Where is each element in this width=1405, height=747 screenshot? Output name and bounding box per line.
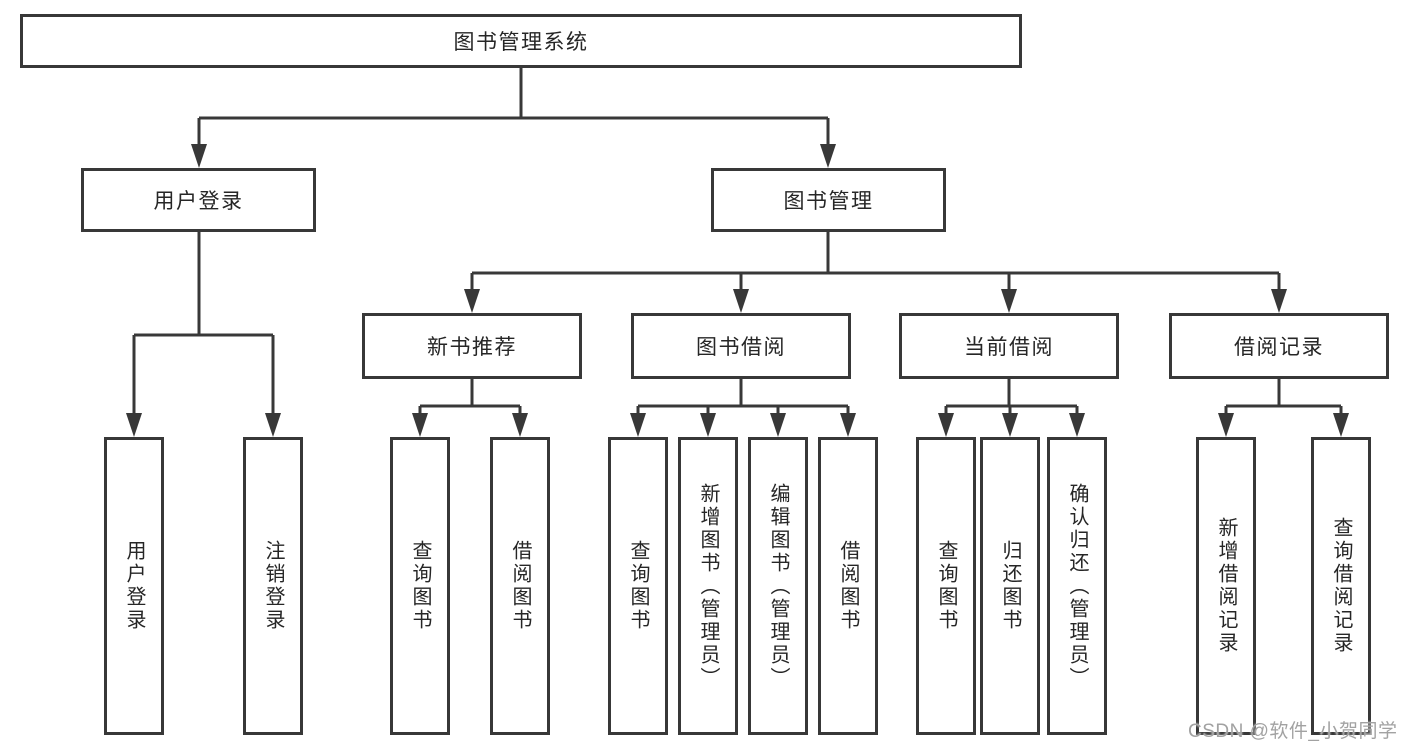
connector-sec2-to-leaves [944,379,1079,417]
node-borrow-records: 借阅记录 [1169,313,1389,379]
leaf-label: 归还图书 [999,540,1021,632]
node-label: 借阅记录 [1234,336,1324,359]
arrow-icon [1069,413,1085,437]
arrow-icon [820,144,836,168]
csdn-watermark: CSDN @软件_小贺同学 [1188,721,1398,742]
node-label: 图书管理系统 [453,31,589,54]
leaf-label: 查询图书 [627,540,649,632]
leaf-query-books: 查询图书 [916,437,976,735]
arrow-icon [1218,413,1234,437]
leaf-add-books-admin: 新增图书（管理员） [678,437,738,735]
leaf-label: 查询图书 [409,540,431,632]
leaf-user-login: 用户登录 [104,437,164,735]
leaf-label: 查询借阅记录 [1330,517,1352,655]
node-current-borrow: 当前借阅 [899,313,1119,379]
leaf-confirm-return-admin: 确认归还（管理员） [1047,437,1107,735]
node-book-management: 图书管理 [711,168,946,232]
leaf-label: 编辑图书（管理员） [767,482,789,690]
arrow-icon [126,413,142,437]
arrow-icon [1001,289,1017,313]
node-label: 新书推荐 [427,336,517,359]
node-library-system: 图书管理系统 [20,14,1022,68]
node-book-borrow: 图书借阅 [631,313,851,379]
leaf-label: 新增图书（管理员） [697,482,719,690]
leaf-label: 用户登录 [123,540,145,632]
connector-sec1-to-leaves [636,379,850,417]
arrow-icon [700,413,716,437]
arrow-icon [1271,289,1287,313]
connector-sec3-to-leaves [1224,379,1343,417]
leaf-borrow-books: 借阅图书 [490,437,550,735]
node-user-login: 用户登录 [81,168,316,232]
connector-user-to-leaves [132,232,275,417]
arrow-icon [265,413,281,437]
leaf-label: 借阅图书 [837,540,859,632]
arrow-icon [938,413,954,437]
arrow-icon [1002,413,1018,437]
node-label: 图书借阅 [696,336,786,359]
leaf-add-borrow-record: 新增借阅记录 [1196,437,1256,735]
leaf-logout: 注销登录 [243,437,303,735]
node-new-book-recommend: 新书推荐 [362,313,582,379]
leaf-label: 确认归还（管理员） [1066,482,1088,690]
arrow-icon [512,413,528,437]
leaf-query-borrow-record: 查询借阅记录 [1311,437,1371,735]
leaf-borrow-books: 借阅图书 [818,437,878,735]
connector-root-to-level2 [197,68,830,148]
leaf-query-books: 查询图书 [608,437,668,735]
leaf-label: 新增借阅记录 [1215,517,1237,655]
arrowheads [126,144,1349,437]
arrow-icon [840,413,856,437]
connector-sec0-to-leaves [418,379,522,417]
arrow-icon [464,289,480,313]
arrow-icon [191,144,207,168]
leaf-label: 查询图书 [935,540,957,632]
arrow-icon [412,413,428,437]
leaf-return-books: 归还图书 [980,437,1040,735]
arrow-icon [733,289,749,313]
node-label: 当前借阅 [964,336,1054,359]
arrow-icon [770,413,786,437]
node-label: 用户登录 [153,190,244,213]
connector-mgmt-to-sections [470,232,1281,293]
node-label: 图书管理 [783,190,874,213]
arrow-icon [630,413,646,437]
leaf-label: 借阅图书 [509,540,531,632]
leaf-query-books: 查询图书 [390,437,450,735]
arrow-icon [1333,413,1349,437]
leaf-label: 注销登录 [262,540,284,632]
leaf-edit-books-admin: 编辑图书（管理员） [748,437,808,735]
